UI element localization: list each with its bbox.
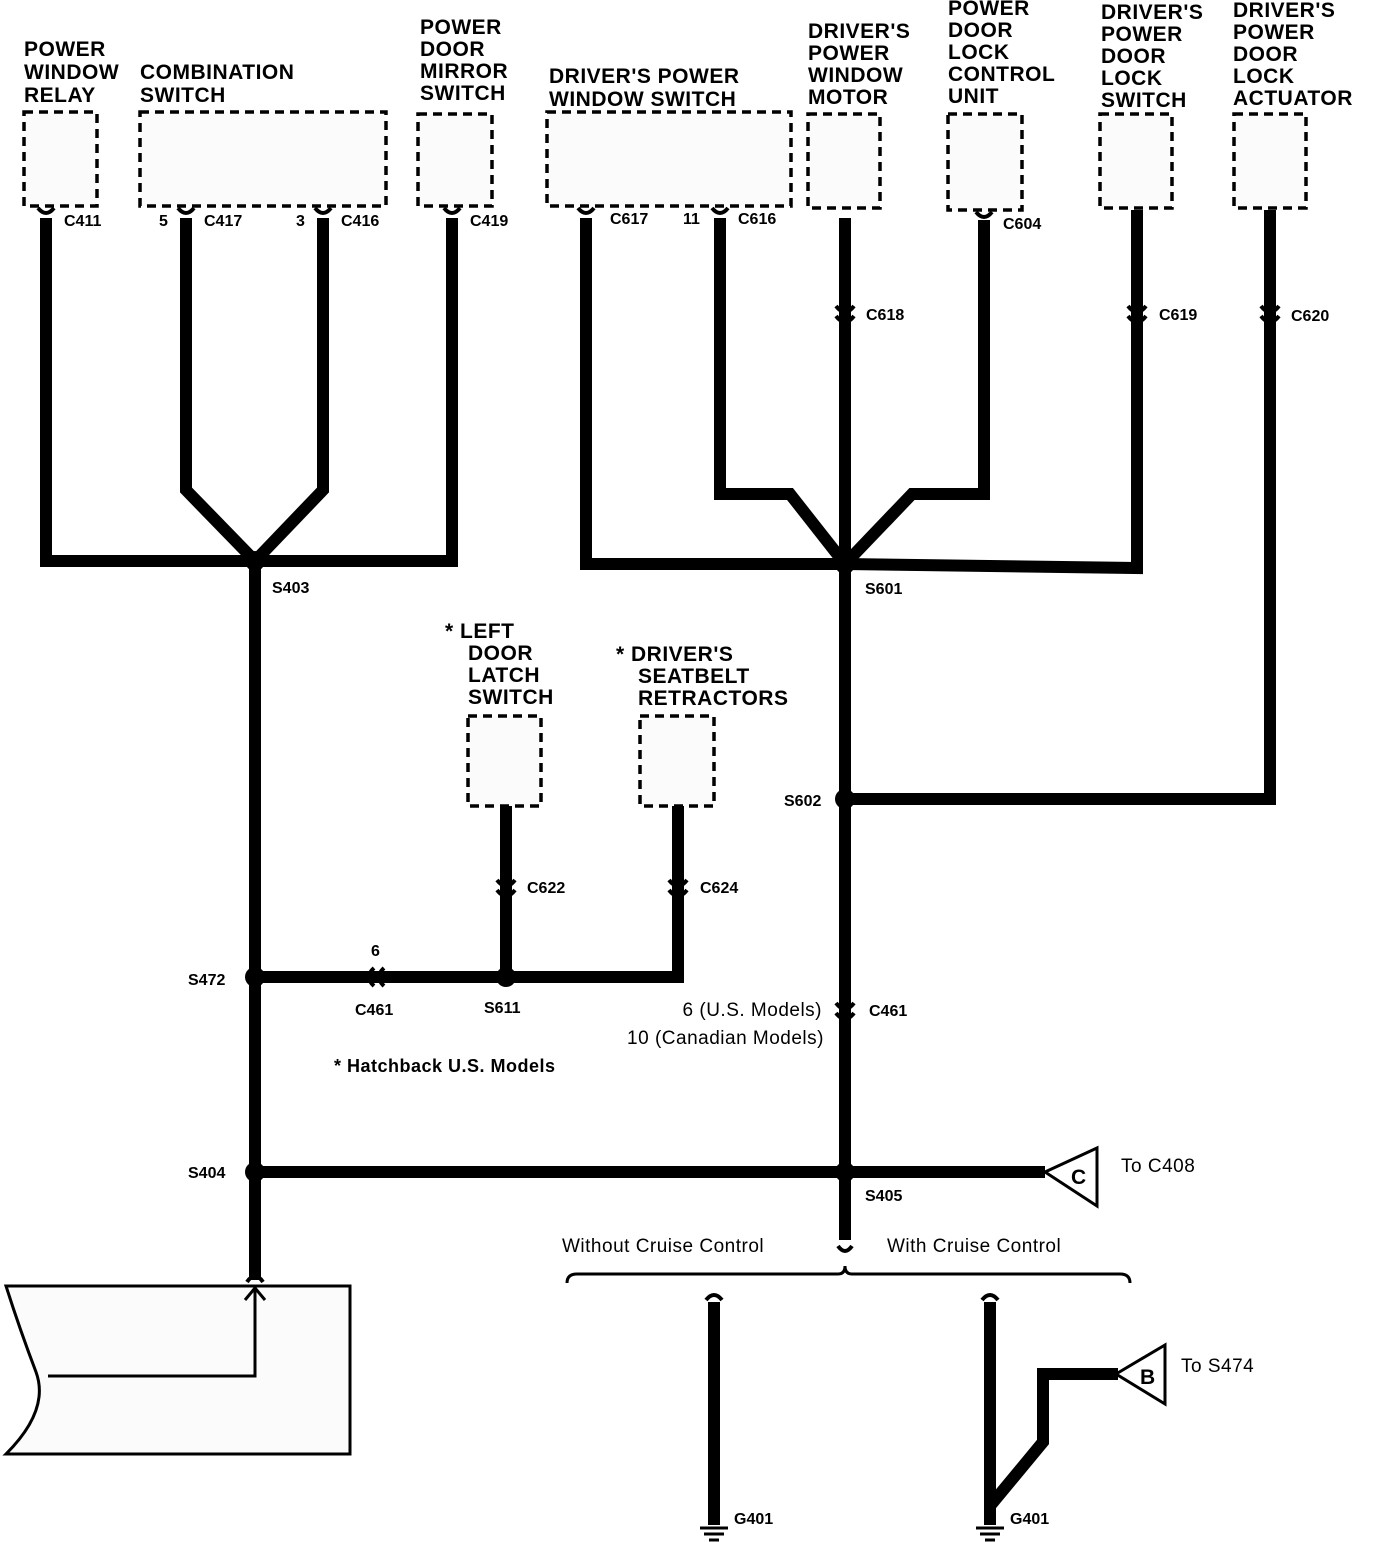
offpage-connector-c: C	[1041, 1145, 1099, 1209]
s601-label: S601	[865, 581, 902, 598]
partial-component-arrow	[243, 1285, 267, 1301]
c461-right-label: C461	[869, 1003, 907, 1020]
c417-label: C417	[204, 213, 242, 230]
c416-label: C416	[341, 213, 379, 230]
offpage-c-destination: To C408	[1121, 1156, 1195, 1177]
c618-label: C618	[866, 307, 904, 324]
splice-s472	[245, 967, 265, 987]
offpage-b-destination: To S474	[1181, 1356, 1254, 1377]
splice-s601	[835, 554, 855, 574]
canadian-models-note: 10 (Canadian Models)	[627, 1028, 824, 1049]
wire-mirror-to-s403	[255, 218, 458, 567]
combination-switch-box	[138, 110, 388, 208]
offpage-connector-b: B	[1113, 1342, 1167, 1407]
with-cruise-note: With Cruise Control	[887, 1236, 1061, 1257]
drivers-seatbelt-retractors-box	[638, 714, 716, 808]
drivers-power-window-switch-box	[545, 110, 793, 208]
drivers-power-door-lock-switch-box	[1098, 112, 1174, 210]
hatchback-note: * Hatchback U.S. Models	[334, 1056, 556, 1076]
s404-label: S404	[188, 1165, 225, 1182]
g401-left-label: G401	[734, 1511, 773, 1528]
splice-s611	[496, 967, 516, 987]
c619-label: C619	[1159, 307, 1197, 324]
drivers-power-door-lock-actuator-box	[1232, 112, 1308, 210]
wire-ground-with-cruise	[984, 1302, 1118, 1523]
c604-label: C604	[1003, 216, 1041, 233]
wire-actuator-to-s602	[845, 210, 1276, 805]
power-door-mirror-switch-box	[416, 112, 494, 208]
without-cruise-note: Without Cruise Control	[562, 1236, 764, 1257]
s602-label: S602	[784, 793, 821, 810]
offpage-c-letter: C	[1071, 1166, 1087, 1189]
offpage-b-letter: B	[1140, 1366, 1156, 1389]
wire-seatbelt-to-s611	[506, 806, 684, 983]
c416-pin-label: 3	[296, 213, 305, 230]
c616-pin-label: 11	[683, 211, 700, 228]
splice-s602	[835, 789, 855, 809]
power-door-lock-control-unit-box	[946, 112, 1024, 212]
wire-c416-to-s403	[250, 218, 329, 566]
s611-label: S611	[484, 1000, 521, 1017]
ground-symbol-left	[700, 1505, 728, 1542]
power-window-relay-box	[22, 110, 99, 208]
partial-component-outline	[2, 1284, 352, 1456]
wire-c417-to-s403	[180, 218, 260, 566]
c622-label: C622	[527, 880, 565, 897]
c617-label: C617	[610, 211, 648, 228]
splice-s405	[835, 1162, 855, 1182]
wire-relay-to-s403	[40, 218, 255, 567]
connector-symbols	[36, 206, 1281, 1302]
cruise-split-bracket	[565, 1265, 1132, 1284]
partial-component-internal-wire	[48, 1290, 257, 1378]
s472-label: S472	[188, 972, 225, 989]
c461-left-label: C461	[355, 1002, 393, 1019]
ground-symbol-right	[976, 1505, 1004, 1542]
drivers-power-window-motor-box	[806, 112, 882, 210]
splice-s403	[245, 551, 265, 571]
s405-label: S405	[865, 1188, 902, 1205]
c624-label: C624	[700, 880, 738, 897]
us-models-note: 6 (U.S. Models)	[683, 1000, 822, 1021]
c616-label: C616	[738, 211, 776, 228]
left-door-latch-switch-box	[466, 714, 543, 808]
wire-lockswitch-to-s601	[844, 210, 1143, 575]
c417-pin-label: 5	[159, 213, 168, 230]
wire-lockunit-to-s601	[840, 220, 990, 569]
c620-label: C620	[1291, 308, 1329, 325]
c419-label: C419	[470, 213, 508, 230]
g401-right-label: G401	[1010, 1511, 1049, 1528]
wire-c616-to-s601	[714, 218, 850, 568]
c411-label: C411	[64, 213, 101, 230]
c461-left-pin-label: 6	[371, 943, 380, 960]
splice-s404	[245, 1162, 265, 1182]
wire-c617-to-s601	[580, 218, 845, 570]
s403-label: S403	[272, 580, 309, 597]
